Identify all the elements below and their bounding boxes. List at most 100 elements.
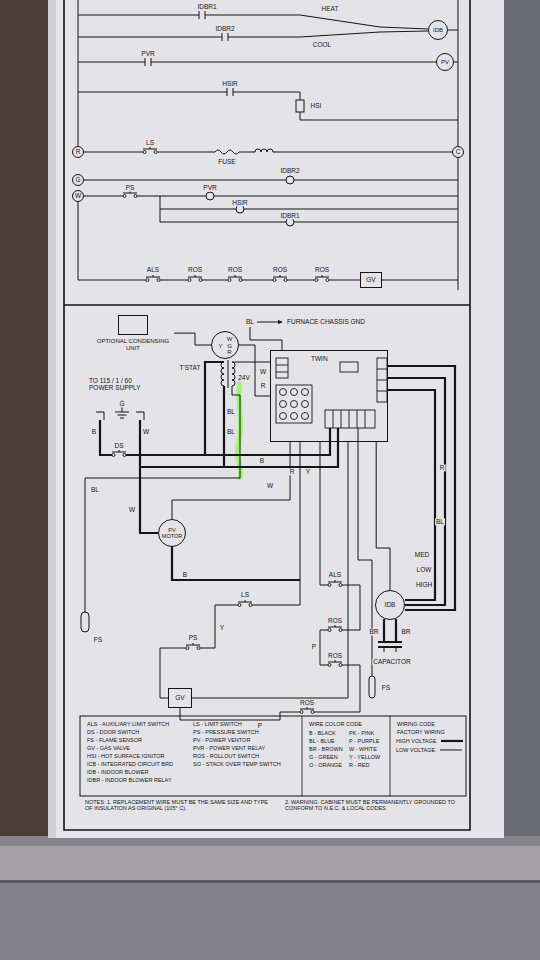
node-text: G — [227, 343, 232, 350]
wire-label: G — [118, 400, 125, 407]
board-detail — [302, 413, 309, 420]
legend-label: FACTORY WIRING — [396, 729, 446, 735]
label-anchor: LS — [240, 591, 250, 598]
ledge-edge — [0, 880, 540, 883]
label-anchor: BL — [226, 408, 236, 415]
low-voltage-wire — [85, 322, 396, 720]
label-anchor: B — [259, 457, 265, 464]
node-text: W — [227, 336, 233, 343]
frame — [302, 716, 390, 796]
wire-label: P — [311, 643, 317, 650]
wire-label: PS — [188, 634, 199, 641]
board-detail — [302, 389, 309, 396]
wire-label: BL — [226, 408, 236, 415]
wire-label: W — [266, 482, 274, 489]
wire-label: MED — [414, 551, 430, 558]
high-voltage-wire — [384, 619, 396, 642]
label-anchor: P — [311, 643, 317, 650]
ladder-label: PS — [125, 184, 136, 191]
note-text: NOTES: 1. REPLACEMENT WIRE MUST BE THE S… — [84, 799, 276, 811]
label-anchor: IDBR1 — [196, 3, 217, 10]
capacitor-symbol — [378, 642, 402, 647]
ladder-label: ROS — [227, 266, 243, 273]
transformer-symbol — [228, 360, 229, 388]
frame — [64, 304, 470, 306]
label-anchor: CAPACITOR — [372, 658, 411, 665]
unit-box — [118, 315, 148, 335]
label-anchor: LOW — [416, 566, 433, 573]
legend-label: ALS - AUXILIARY LIMIT SWITCH — [86, 721, 170, 727]
legend-label: GV - GAS VALVE — [86, 745, 131, 751]
legend-label: SO - STACK OVER TEMP SWITCH — [192, 761, 282, 767]
label-anchor: BR — [368, 628, 379, 635]
label-anchor: BR - BROWN — [308, 746, 344, 752]
label-anchor: PVR — [202, 184, 217, 191]
label-anchor: ROS — [327, 652, 343, 659]
ladder-wire — [84, 180, 458, 181]
label-anchor: HSI — [310, 102, 323, 109]
label-anchor: R — [439, 464, 446, 471]
frame — [64, 0, 470, 830]
wire-label: R — [260, 382, 267, 389]
wire-label: BL — [435, 518, 445, 525]
thermostat-circle: YWGR — [211, 331, 239, 359]
ladder-wire — [78, 15, 428, 29]
board-detail — [276, 385, 312, 423]
label-anchor: ROS — [314, 266, 330, 273]
control-board: TWIN — [270, 350, 388, 442]
wire-label: R — [439, 464, 446, 471]
label-anchor: ICB - INTEGRATED CIRCUIT BRD — [86, 761, 174, 767]
blower-motor-circle: IDB — [375, 590, 405, 620]
label-anchor: Y — [219, 624, 225, 631]
board-detail — [302, 401, 309, 408]
board-detail — [276, 358, 288, 378]
wire-connector — [239, 345, 270, 396]
bottom-symbols — [328, 625, 342, 632]
label-anchor: ALS — [146, 266, 160, 273]
label-anchor: W — [128, 506, 136, 513]
node-text: OPTIONAL CONDENSING UNIT — [92, 338, 174, 351]
flame-sensor-symbol — [369, 676, 375, 698]
node-text: PV MOTOR — [161, 527, 183, 539]
bottom-symbols — [112, 450, 342, 714]
board-detail — [280, 401, 287, 408]
frame — [80, 716, 466, 796]
label-anchor: ALS - AUXILIARY LIMIT SWITCH — [86, 721, 170, 727]
board-detail — [276, 365, 288, 372]
wire-label: BL — [245, 318, 255, 325]
label-anchor: PS - PRESSURE SWITCH — [192, 729, 260, 735]
ground-symbol — [115, 400, 129, 418]
node-text: W — [75, 192, 81, 199]
legend-label: LS - LIMIT SWITCH — [192, 721, 243, 727]
legend-line — [440, 749, 462, 750]
high-voltage-wire — [388, 378, 445, 605]
bottom-symbols — [112, 450, 126, 457]
legend-line — [441, 740, 463, 742]
label-anchor: FS — [381, 684, 391, 691]
ladder-label: HEAT — [321, 5, 340, 12]
ladder-symbols — [228, 275, 242, 282]
wire-label: BR — [400, 628, 411, 635]
paper-shade — [48, 0, 56, 838]
board-detail — [377, 369, 387, 391]
flame-sensor-symbol — [81, 612, 89, 632]
label-anchor: DS — [113, 442, 124, 449]
legend-label: ROS - ROLLOUT SWITCH — [192, 753, 260, 759]
label-anchor: W — [142, 428, 150, 435]
node-text: Y — [218, 343, 222, 350]
legend-entry: HIGH VOLTAGE — [396, 738, 464, 744]
label-anchor: W - WHITE — [348, 746, 378, 752]
label-anchor: ROS - ROLLOUT SWITCH — [192, 753, 260, 759]
label-anchor: ROS — [187, 266, 203, 273]
legend-label: IDB - INDOOR BLOWER — [86, 769, 149, 775]
wire-label: W — [128, 506, 136, 513]
ladder-symbols — [286, 218, 294, 226]
label-anchor: W — [259, 368, 267, 375]
node-text: IDB — [433, 27, 443, 34]
wire-connector — [376, 442, 390, 590]
legend-label: BR - BROWN — [308, 746, 344, 752]
ladder-label: IDBR2 — [279, 167, 300, 174]
